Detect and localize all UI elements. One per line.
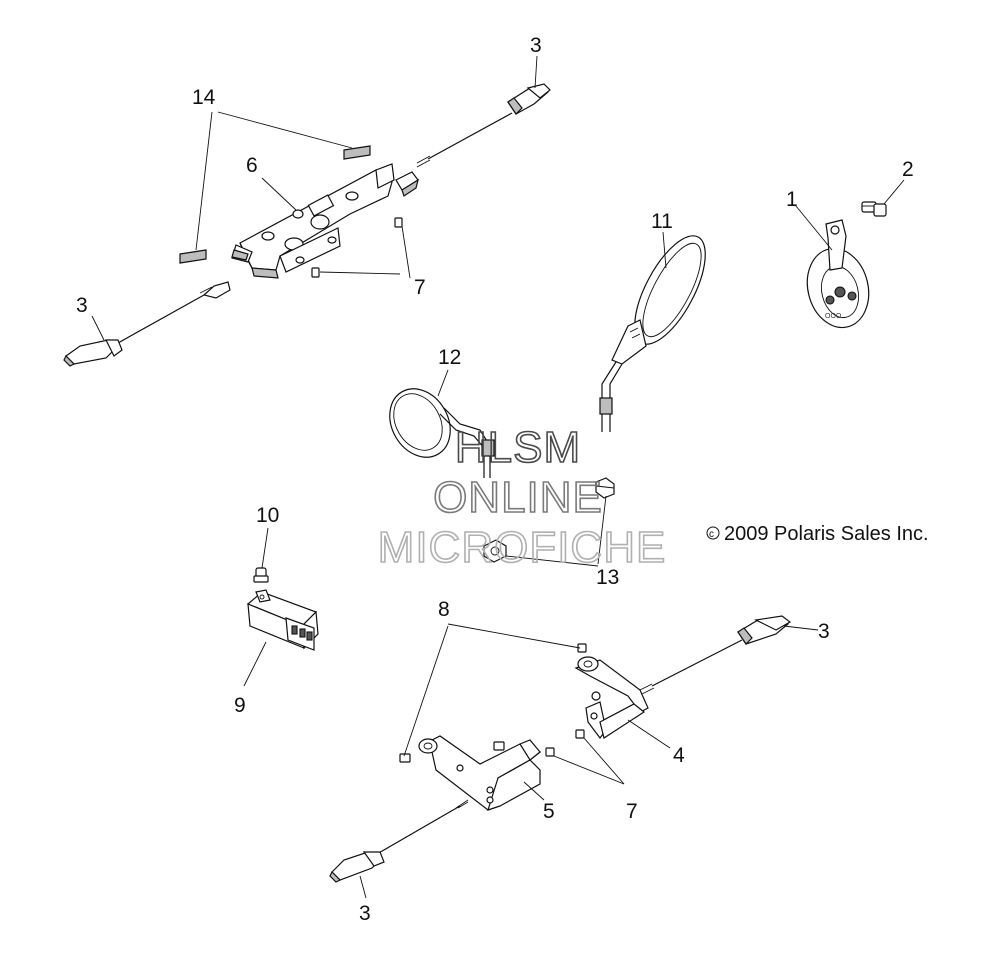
mirror-12 [389,388,495,478]
callout-13: 13 [596,566,619,589]
callout-14: 14 [192,86,216,109]
callout-3-bottom: 3 [359,902,371,925]
watermark-line-1: HLSM [455,423,581,472]
turn-signal-3-right [651,615,792,687]
turn-signal-3-left [63,281,231,367]
copyright-text: 2009 Polaris Sales Inc. [724,523,929,545]
bracket-4 [574,643,655,739]
callout-5: 5 [543,800,555,823]
turn-signal-3-top [427,83,551,160]
callout-10: 10 [256,504,279,527]
callout-9: 9 [234,694,246,717]
svg-text:c: c [709,529,714,540]
callout-4: 4 [673,744,685,767]
decal-14 [179,145,371,264]
svg-text:OOO: OOO [825,313,842,320]
watermark-line-3: MICROFICHE [378,523,667,572]
copyright: c 2009 Polaris Sales Inc. [706,523,929,545]
turn-signal-3-bottom [329,799,469,883]
callout-6: 6 [246,154,258,177]
callout-1: 1 [786,188,798,211]
watermark-line-2: ONLINE [433,473,603,522]
watermark: HLSM ONLINE MICROFICHE [377,422,667,573]
callout-2: 2 [902,158,914,181]
callout-7-bottom: 7 [626,800,638,823]
screw-10 [253,567,269,583]
nut-13 [483,477,615,563]
callout-11: 11 [651,210,673,233]
mirror-11 [599,235,706,432]
bracket-5 [399,735,555,811]
callout-3-left: 3 [76,294,88,317]
bolt-2 [861,201,887,217]
callout-8: 8 [438,598,450,621]
callout-7-top: 7 [414,276,426,299]
horn-1: OOO [806,219,870,329]
callout-3-top: 3 [530,34,542,57]
connector-6 [395,155,431,197]
bracket-6 [231,163,403,279]
relay-9 [246,589,319,651]
callouts: 3 14 6 7 3 2 1 11 12 10 13 8 3 9 4 5 7 3 [76,34,914,925]
leader-lines [91,55,905,899]
callout-12: 12 [438,346,461,369]
callout-3-right: 3 [818,620,830,643]
